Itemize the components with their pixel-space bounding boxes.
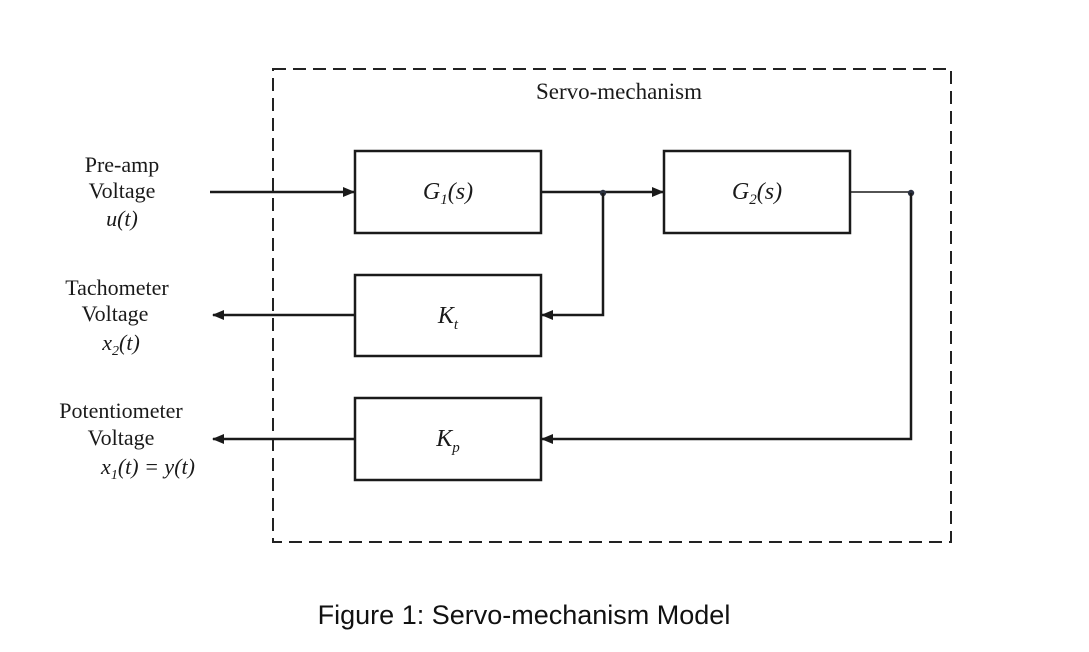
- preamp-voltage-label: Pre-amp Voltage u(t): [85, 152, 160, 231]
- feedback-to-kp-arrow: [541, 193, 913, 444]
- servo-mechanism-label: Servo-mechanism: [536, 79, 702, 104]
- preamp-line2: Voltage: [89, 178, 156, 203]
- servo-mechanism-boundary: [272, 68, 952, 543]
- g1-block: [353, 149, 543, 235]
- potentiometer-line1: Potentiometer: [59, 398, 183, 423]
- tachometer-voltage-label: Tachometer Voltage x2(t): [65, 275, 169, 359]
- g2-block: [662, 149, 852, 235]
- kp-block: [353, 396, 543, 482]
- potentiometer-voltage-label: Potentiometer Voltage x1(t) = y(t): [59, 398, 195, 483]
- tachometer-line1: Tachometer: [65, 275, 169, 300]
- kp-block-label: Kp: [435, 426, 460, 456]
- g1-block-label: G1(s): [423, 179, 473, 208]
- potentiometer-symbol: x1(t) = y(t): [100, 454, 195, 483]
- feedback-to-kt-arrow: [541, 193, 605, 320]
- kt-block-label: Kt: [437, 303, 459, 333]
- figure-caption: Figure 1: Servo-mechanism Model: [317, 600, 731, 630]
- tachometer-symbol: x2(t): [101, 330, 140, 359]
- tachometer-line2: Voltage: [82, 301, 149, 326]
- preamp-symbol: u(t): [106, 206, 138, 231]
- potentiometer-line2: Voltage: [88, 425, 155, 450]
- g2-block-label: G2(s): [732, 179, 782, 208]
- preamp-line1: Pre-amp: [85, 152, 160, 177]
